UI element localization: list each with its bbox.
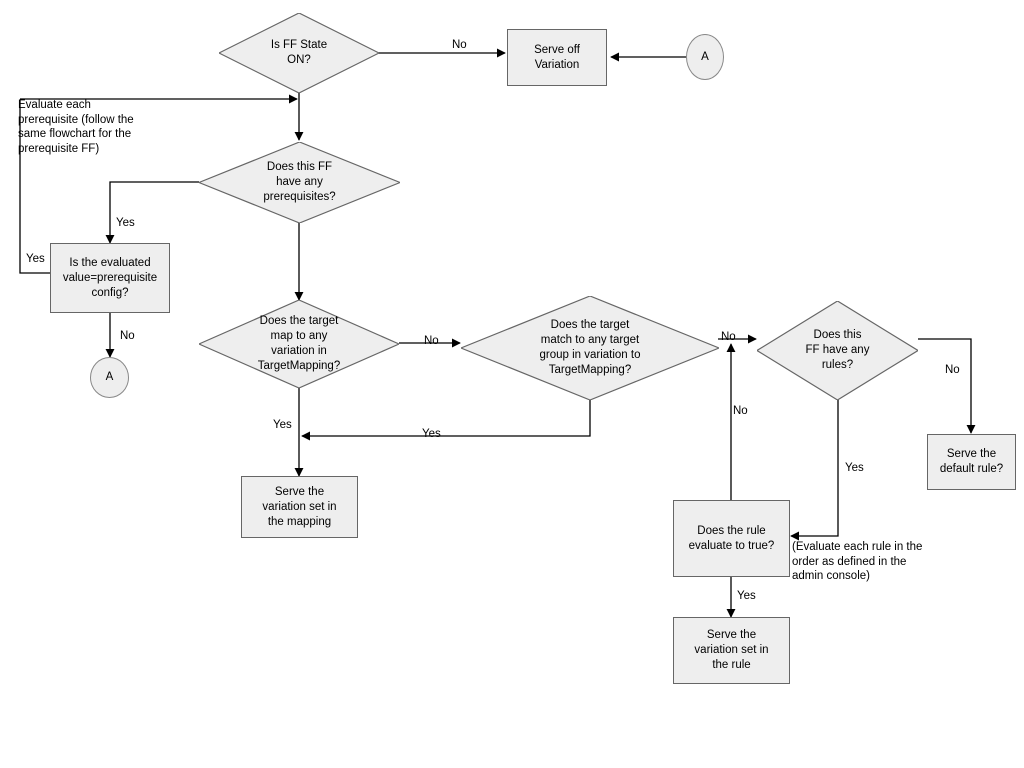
edge-label-ruletrue-yes: Yes [737, 590, 756, 602]
note-rule-order: (Evaluate each rule in the order as defi… [792, 541, 923, 582]
node-is-ff-state-on[interactable]: Is FF State ON? [219, 13, 379, 93]
node-label: A [105, 371, 114, 383]
diamond-shape [199, 300, 399, 388]
node-has-rules[interactable]: Does this FF have any rules? [757, 301, 918, 400]
node-label: Does the target map to any variation in … [257, 315, 341, 372]
edge-label-targetgroup-no: No [721, 331, 736, 343]
node-has-prerequisites[interactable]: Does this FF have any prerequisites? [199, 142, 400, 223]
node-label: Does the rule evaluate to true? [688, 524, 775, 552]
note-prerequisite-evaluation: Evaluate each prerequisite (follow the s… [18, 99, 134, 155]
node-connector-a-bottom[interactable]: A [90, 357, 129, 398]
edge-label-prereq-yes: Yes [116, 217, 135, 229]
edge-prereq-yes [105, 181, 199, 244]
node-label: A [701, 50, 709, 63]
edge-hasrules-no [918, 338, 976, 434]
edge-label-hasrules-yes: Yes [845, 462, 864, 474]
node-label: Does the target match to any target grou… [539, 319, 641, 376]
edge-label-ffstate-no: No [452, 39, 467, 51]
diamond-shape [199, 142, 400, 223]
edge-label-evaluated-yes: Yes [26, 253, 45, 265]
node-connector-a-top[interactable]: A [686, 34, 724, 80]
node-label: Serve the variation set in the rule [694, 629, 769, 671]
node-label: Is the evaluated value=prerequisite conf… [62, 256, 158, 299]
diamond-shape [757, 301, 918, 400]
diamond-shape [461, 296, 719, 400]
edge-label-targetmap-yes: Yes [273, 419, 292, 431]
node-label: Does this FF have any prerequisites? [263, 161, 336, 203]
node-serve-variation-in-rule[interactable]: Serve the variation set in the rule [673, 617, 790, 684]
node-target-map-to-variation[interactable]: Does the target map to any variation in … [199, 300, 399, 388]
diamond-shape [219, 13, 379, 93]
edge-label-ruletrue-no: No [733, 405, 748, 417]
edge-label-hasrules-no: No [945, 364, 960, 376]
node-label: Does this FF have any rules? [805, 329, 870, 371]
node-serve-default-rule[interactable]: Serve the default rule? [927, 434, 1016, 490]
edge-label-evaluated-no: No [120, 330, 135, 342]
edge-targetgroup-yes [301, 400, 591, 441]
node-label: Serve the default rule? [939, 448, 1004, 475]
node-target-match-target-group[interactable]: Does the target match to any target grou… [461, 296, 719, 400]
edge-hasrules-yes [790, 400, 839, 541]
edge-label-targetmap-no: No [424, 335, 439, 347]
node-serve-off-variation[interactable]: Serve off Variation [507, 29, 607, 86]
node-label: Serve the variation set in the mapping [262, 485, 337, 528]
edge-label-targetgroup-yes: Yes [422, 428, 441, 440]
node-serve-variation-in-mapping[interactable]: Serve the variation set in the mapping [241, 476, 358, 538]
node-label: Is FF State ON? [270, 39, 328, 66]
node-rule-evaluate-to-true[interactable]: Does the rule evaluate to true? [673, 500, 790, 577]
node-evaluated-value-equals-prerequisite-config[interactable]: Is the evaluated value=prerequisite conf… [50, 243, 170, 313]
node-label: Serve off Variation [534, 43, 580, 71]
